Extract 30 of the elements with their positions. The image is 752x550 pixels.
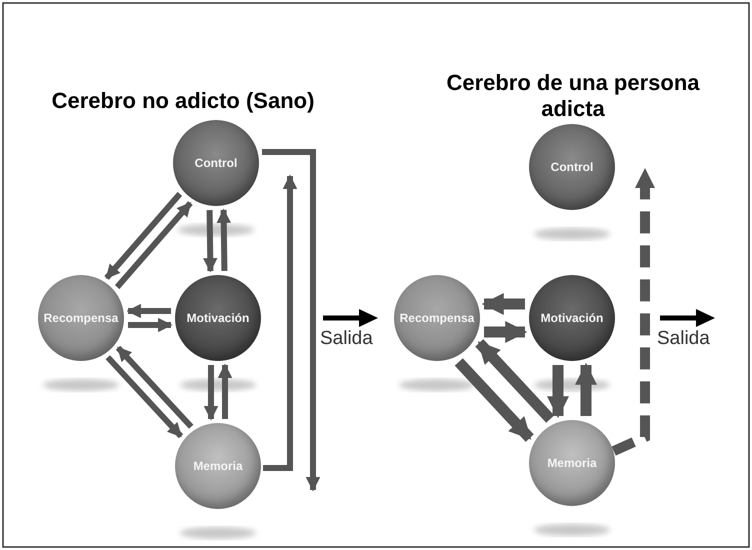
arrow	[116, 346, 194, 429]
arrow	[104, 192, 182, 280]
sphere-node: Motivación	[175, 275, 261, 361]
sphere-node: Memoria	[175, 423, 261, 509]
sphere-node: Motivación	[529, 275, 615, 361]
sphere-node: Control	[529, 124, 615, 210]
arrow	[106, 355, 184, 438]
arrow	[482, 293, 525, 315]
output-label: Salida	[320, 328, 373, 350]
arrow	[454, 358, 534, 442]
arrow	[126, 304, 171, 318]
arrow	[547, 365, 569, 418]
output-label: Salida	[657, 328, 710, 350]
panel-heading: Cerebro de una persona adicta	[445, 70, 701, 122]
arrow	[262, 149, 320, 492]
arrow	[216, 208, 231, 271]
sphere-node: Control	[173, 120, 259, 206]
sphere-node: Memoria	[529, 420, 615, 506]
arrow	[203, 210, 218, 273]
arrow	[128, 318, 172, 332]
arrow	[575, 362, 597, 416]
arrow	[204, 365, 218, 420]
sphere-node: Recompensa	[38, 275, 124, 361]
arrow	[475, 339, 554, 423]
dashed-arrow	[612, 168, 655, 456]
arrow	[484, 321, 528, 343]
arrow	[114, 201, 193, 290]
panel-heading: Cerebro no adicto (Sano)	[50, 88, 316, 114]
arrow	[218, 364, 232, 419]
sphere-node: Recompensa	[394, 275, 480, 361]
